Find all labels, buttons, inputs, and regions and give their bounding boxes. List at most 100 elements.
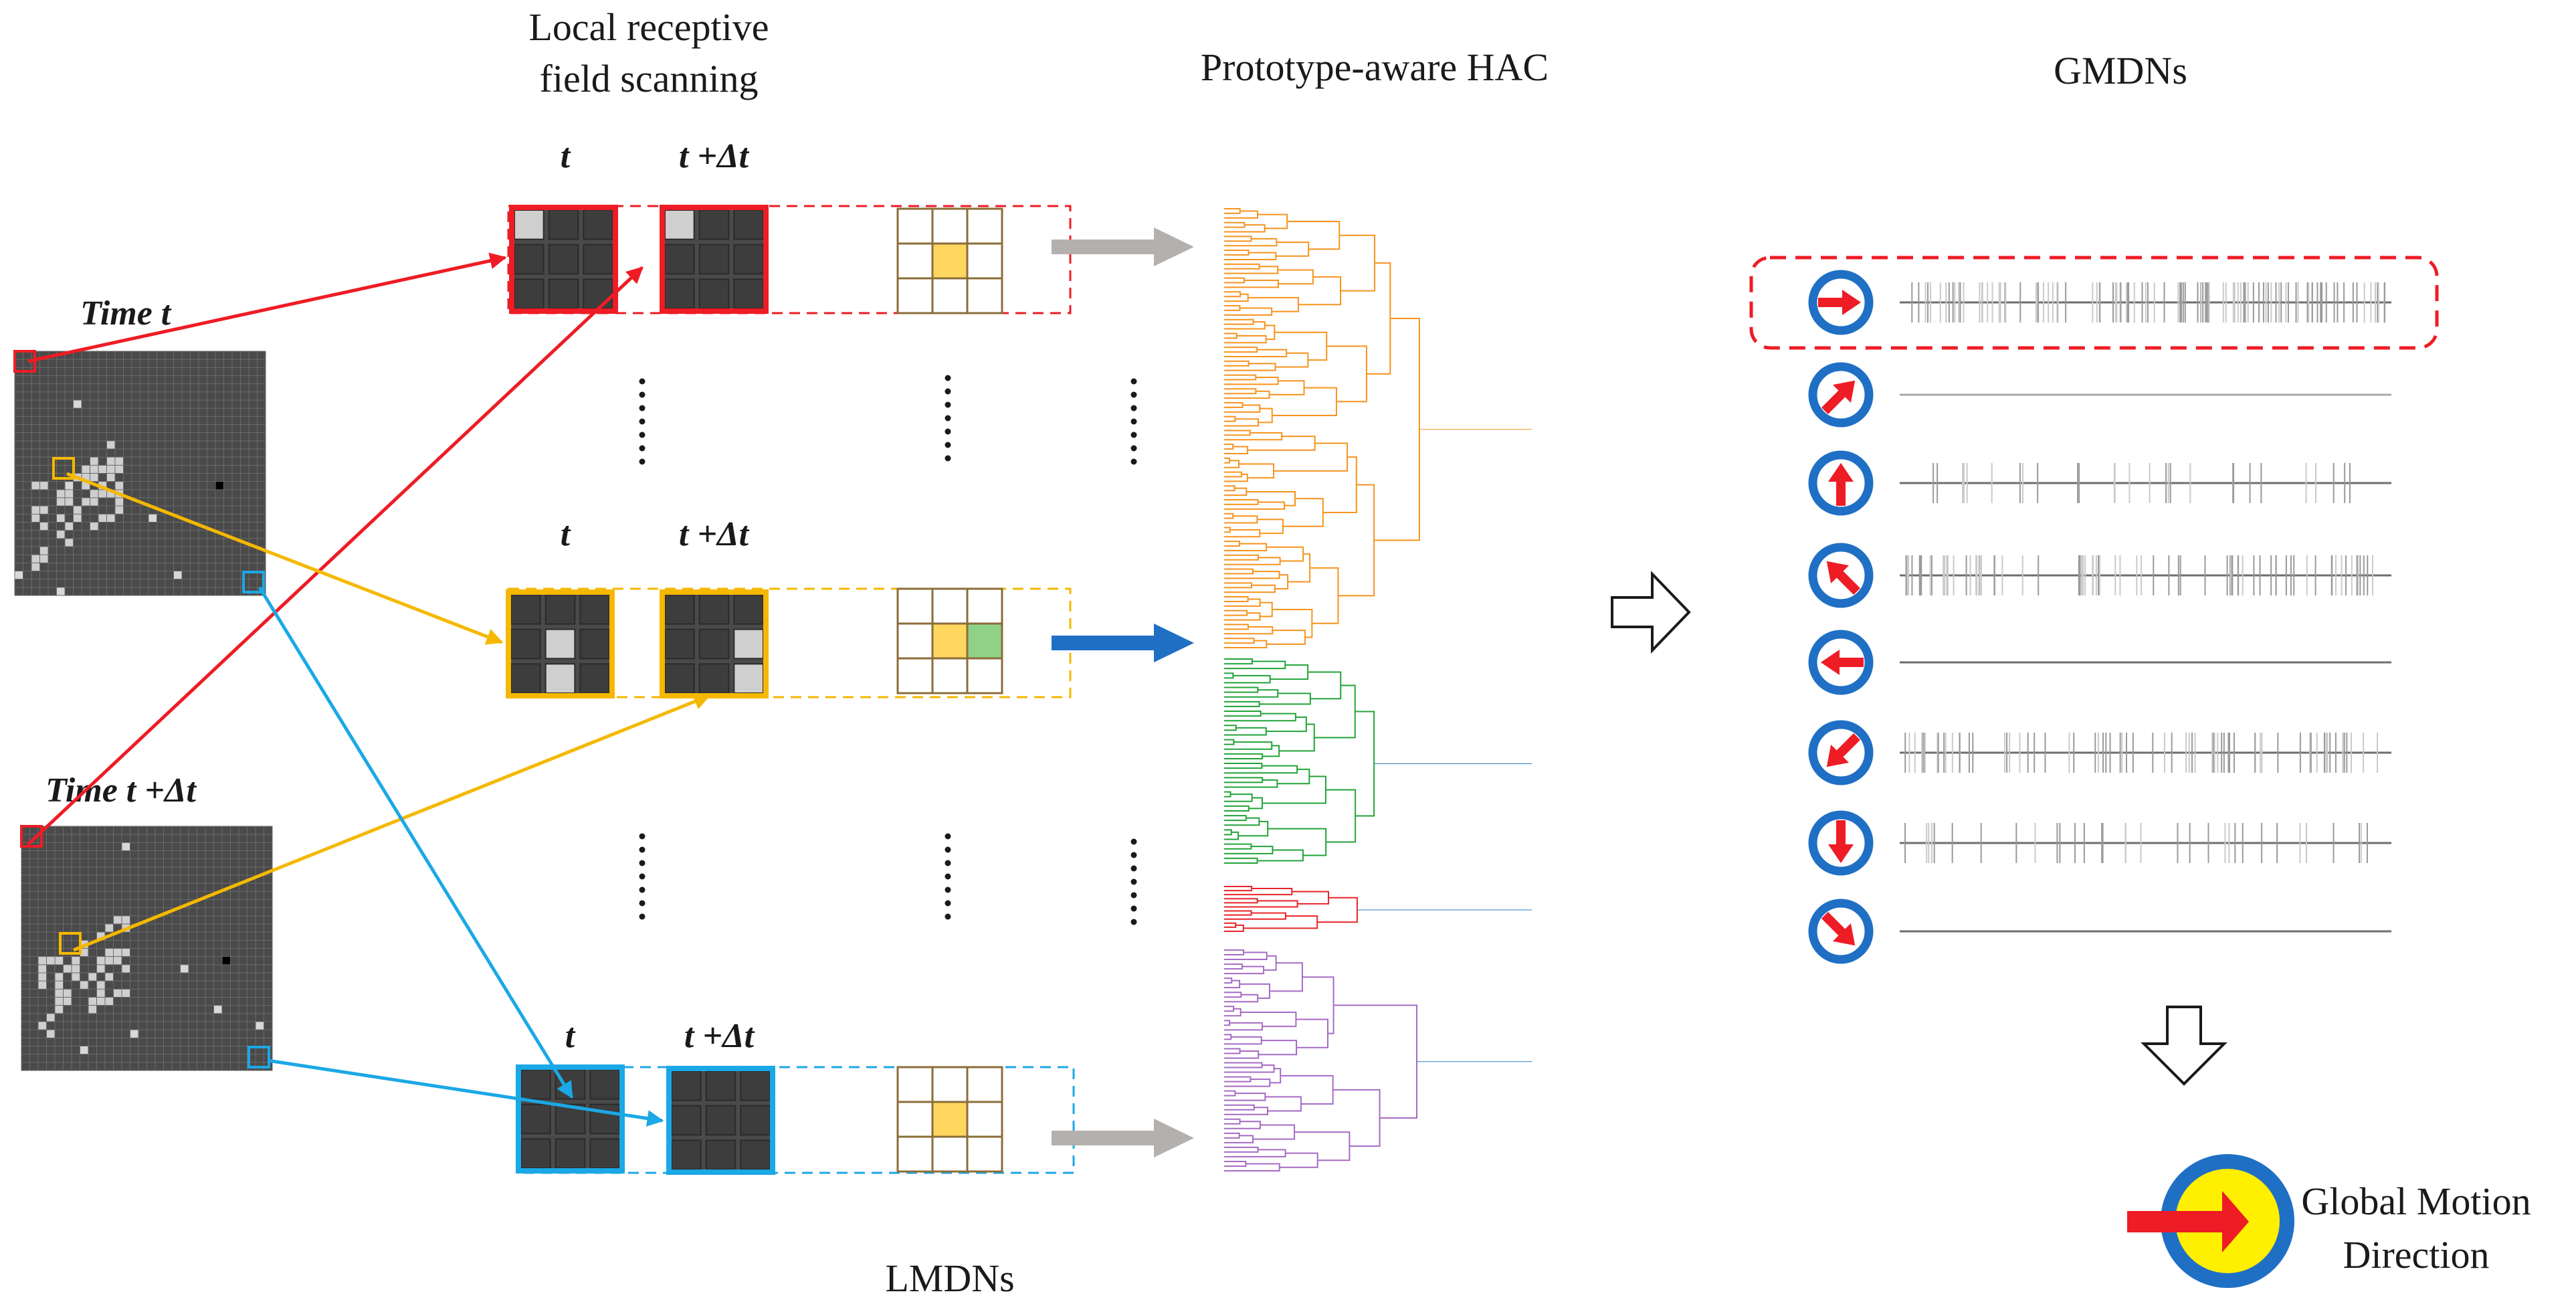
dendrogram-link bbox=[1224, 347, 1258, 353]
selected-gmdn-highlight bbox=[1749, 256, 2439, 350]
dendrogram-link bbox=[1287, 220, 1341, 250]
lmdn-cell bbox=[966, 622, 1003, 660]
dendrogram-link bbox=[1224, 418, 1259, 427]
bright-pixel bbox=[73, 514, 82, 523]
lmdn-cells bbox=[896, 207, 1003, 1173]
field-cell bbox=[548, 244, 579, 275]
ellipsis-dot bbox=[945, 913, 951, 920]
bright-pixel bbox=[88, 1005, 97, 1014]
ellipsis-dot bbox=[945, 860, 951, 866]
lmdn-cell bbox=[896, 207, 934, 245]
global-motion-label-line2: Direction bbox=[2343, 1233, 2489, 1277]
bright-pixel bbox=[63, 964, 72, 973]
bright-pixel bbox=[72, 964, 80, 973]
dendrogram-link bbox=[1266, 546, 1304, 562]
gmdn-row bbox=[1808, 362, 2391, 428]
direction-arrow bbox=[1821, 912, 1856, 946]
direction-arrow bbox=[1818, 290, 1861, 315]
bright-pixel bbox=[39, 547, 48, 555]
ellipsis-dot bbox=[945, 873, 951, 880]
dendrogram-link bbox=[1224, 1079, 1271, 1087]
dendrogram-link bbox=[1224, 377, 1279, 385]
dashed-scan-window bbox=[507, 205, 1072, 314]
gmdn-row bbox=[1808, 270, 2391, 335]
dendrogram-link bbox=[1317, 897, 1358, 923]
dendrogram-link bbox=[1322, 456, 1357, 514]
dendrogram-link bbox=[1224, 460, 1240, 468]
local-scanning-title-line2: field scanning bbox=[540, 57, 759, 100]
dendrogram-link bbox=[1224, 1149, 1286, 1157]
bright-pixel bbox=[106, 440, 115, 449]
bright-pixel bbox=[39, 522, 48, 531]
field-cell bbox=[705, 1070, 736, 1101]
dendrogram-link bbox=[1265, 1096, 1302, 1112]
bright-pixel bbox=[65, 522, 74, 531]
field-cell bbox=[664, 278, 695, 310]
dendrogram-link bbox=[1224, 571, 1280, 579]
bright-pixel bbox=[82, 498, 90, 506]
blue-arrow-middle bbox=[1052, 624, 1194, 662]
field-cell bbox=[548, 278, 579, 310]
ellipsis-dot bbox=[639, 458, 646, 465]
lmdn-cell bbox=[896, 587, 934, 625]
arrow-head bbox=[1826, 561, 1850, 584]
gmdn-list bbox=[1808, 270, 2391, 964]
field-cell bbox=[520, 1069, 551, 1100]
bright-pixel bbox=[65, 538, 74, 547]
bright-pixel bbox=[46, 1030, 55, 1038]
dendrogram-link bbox=[1224, 210, 1258, 219]
bright-pixel bbox=[122, 842, 130, 851]
bright-pixel bbox=[90, 522, 98, 531]
dark-pixel bbox=[215, 481, 224, 490]
yellow-arrow-t bbox=[66, 472, 504, 645]
dendrogram-link bbox=[1224, 727, 1267, 736]
dendrogram-link bbox=[1224, 1121, 1261, 1129]
dendrogram-link bbox=[1224, 554, 1259, 561]
dendrogram-link bbox=[1257, 519, 1284, 535]
bright-pixel bbox=[122, 915, 130, 924]
dendrogram-link bbox=[1224, 402, 1244, 408]
dendrogram-link bbox=[1224, 280, 1279, 288]
bright-pixel bbox=[106, 514, 115, 523]
dendrogram-link bbox=[1279, 1152, 1318, 1168]
field-cell bbox=[510, 663, 541, 694]
dendrogram-link bbox=[1224, 293, 1249, 302]
dendrogram-cluster bbox=[1224, 658, 1375, 864]
dendrogram-link bbox=[1224, 1076, 1252, 1083]
direction-arrow bbox=[1826, 561, 1860, 595]
row2-t-dt-label: t +Δt bbox=[679, 515, 750, 553]
dendrogram-link bbox=[1224, 1104, 1255, 1111]
lmdn-cell bbox=[966, 207, 1003, 245]
dark-pixel bbox=[222, 956, 231, 965]
dendrogram-link bbox=[1264, 955, 1277, 971]
hac-input-arrows bbox=[1052, 227, 1194, 1157]
dendrogram-link bbox=[1224, 898, 1258, 904]
lmdn-cell bbox=[931, 207, 969, 245]
yellow-arrow-t-dt bbox=[73, 693, 711, 952]
dendrogram-link bbox=[1238, 820, 1269, 837]
dendrogram-link bbox=[1224, 886, 1253, 892]
frame-gridlines bbox=[21, 826, 273, 1071]
dendrogram-link bbox=[1240, 1012, 1297, 1028]
bright-pixel bbox=[46, 956, 55, 965]
global-motion-label-line1: Global Motion bbox=[2301, 1180, 2531, 1223]
dendrogram-link bbox=[1224, 638, 1255, 644]
bright-pixel bbox=[122, 948, 130, 957]
bright-pixel bbox=[80, 1046, 88, 1054]
field-cell bbox=[664, 594, 695, 625]
field-cell bbox=[698, 663, 730, 694]
field-cell bbox=[698, 594, 730, 625]
dendrogram-link bbox=[1325, 789, 1357, 843]
dendrogram-link bbox=[1262, 745, 1280, 757]
field-cell bbox=[579, 594, 610, 625]
bright-pixel bbox=[115, 465, 124, 474]
bright-pixel bbox=[130, 1030, 138, 1038]
lmdn-cell bbox=[931, 242, 969, 280]
dendrogram-link bbox=[1277, 768, 1310, 785]
dendrogram-cluster bbox=[1224, 208, 1420, 648]
dendrogram-link bbox=[1224, 349, 1288, 357]
dendrogram-link bbox=[1246, 490, 1296, 506]
field-cell bbox=[733, 663, 765, 694]
dendrogram-link bbox=[1275, 352, 1309, 368]
dendrogram-link bbox=[1274, 331, 1328, 361]
